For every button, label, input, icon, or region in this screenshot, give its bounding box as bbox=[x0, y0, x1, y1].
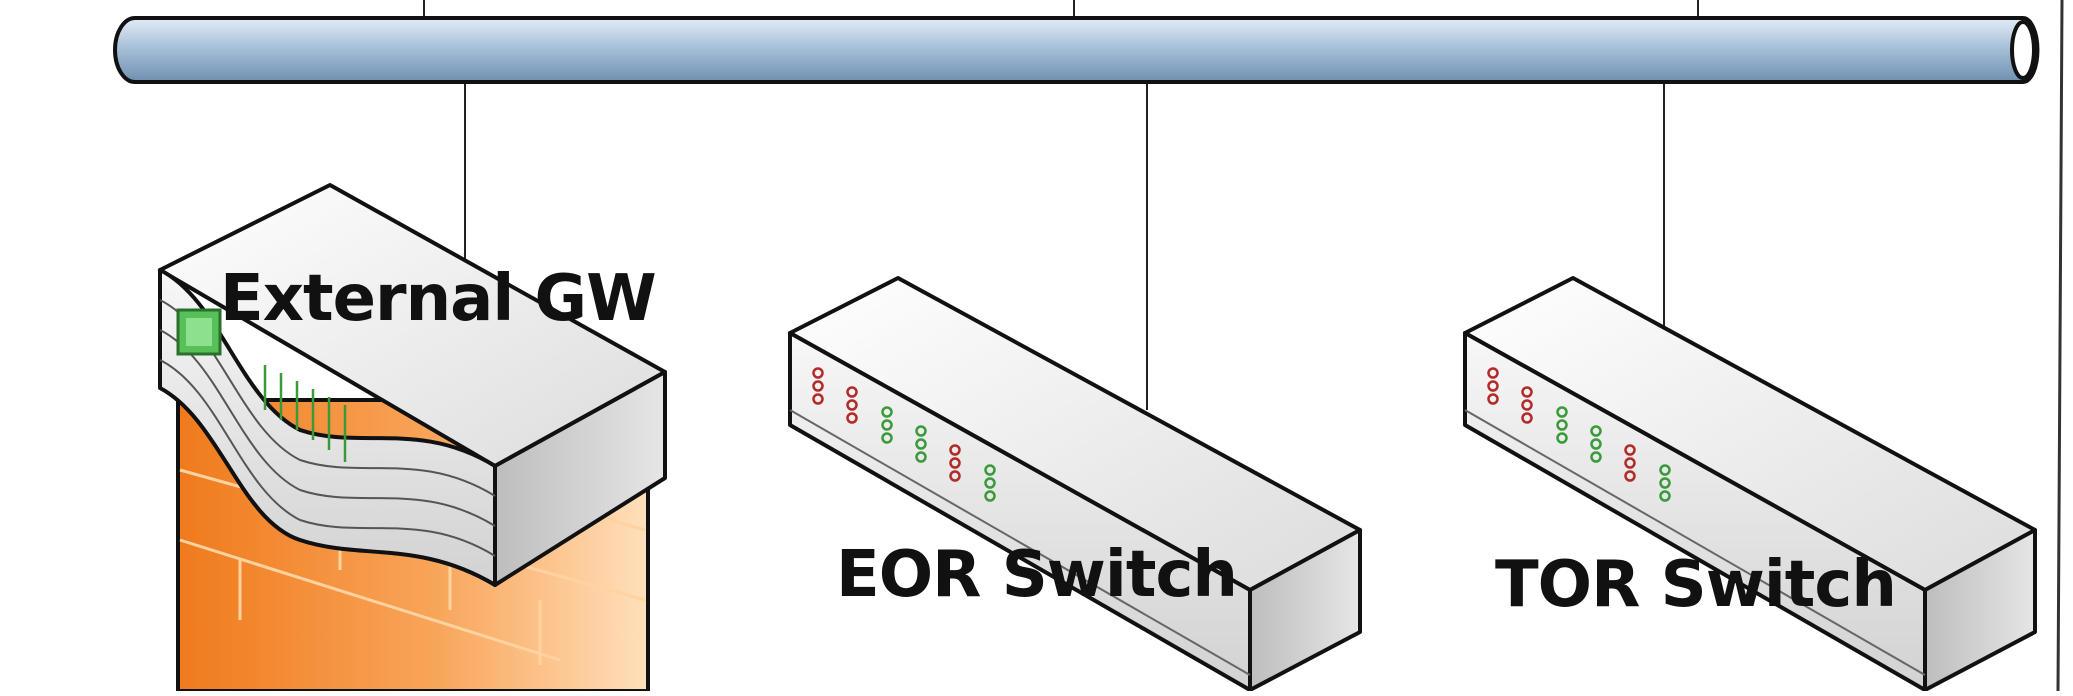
tor-switch-label: TOR Switch bbox=[1495, 548, 1897, 622]
firewall-router-icon bbox=[158, 183, 667, 693]
router-vents bbox=[263, 365, 347, 462]
switch-leds bbox=[1487, 367, 1671, 502]
gateway-label: External GW bbox=[220, 262, 657, 336]
device-links bbox=[464, 84, 1665, 410]
switch-leds bbox=[812, 367, 996, 502]
network-switch-icon bbox=[1463, 276, 2037, 692]
eor-switch-label: EOR Switch bbox=[836, 538, 1238, 612]
network-switch-icon bbox=[788, 276, 1362, 692]
router-body bbox=[158, 183, 667, 587]
frame-border bbox=[2056, 0, 2064, 692]
network-bus-pipe bbox=[113, 16, 2040, 84]
